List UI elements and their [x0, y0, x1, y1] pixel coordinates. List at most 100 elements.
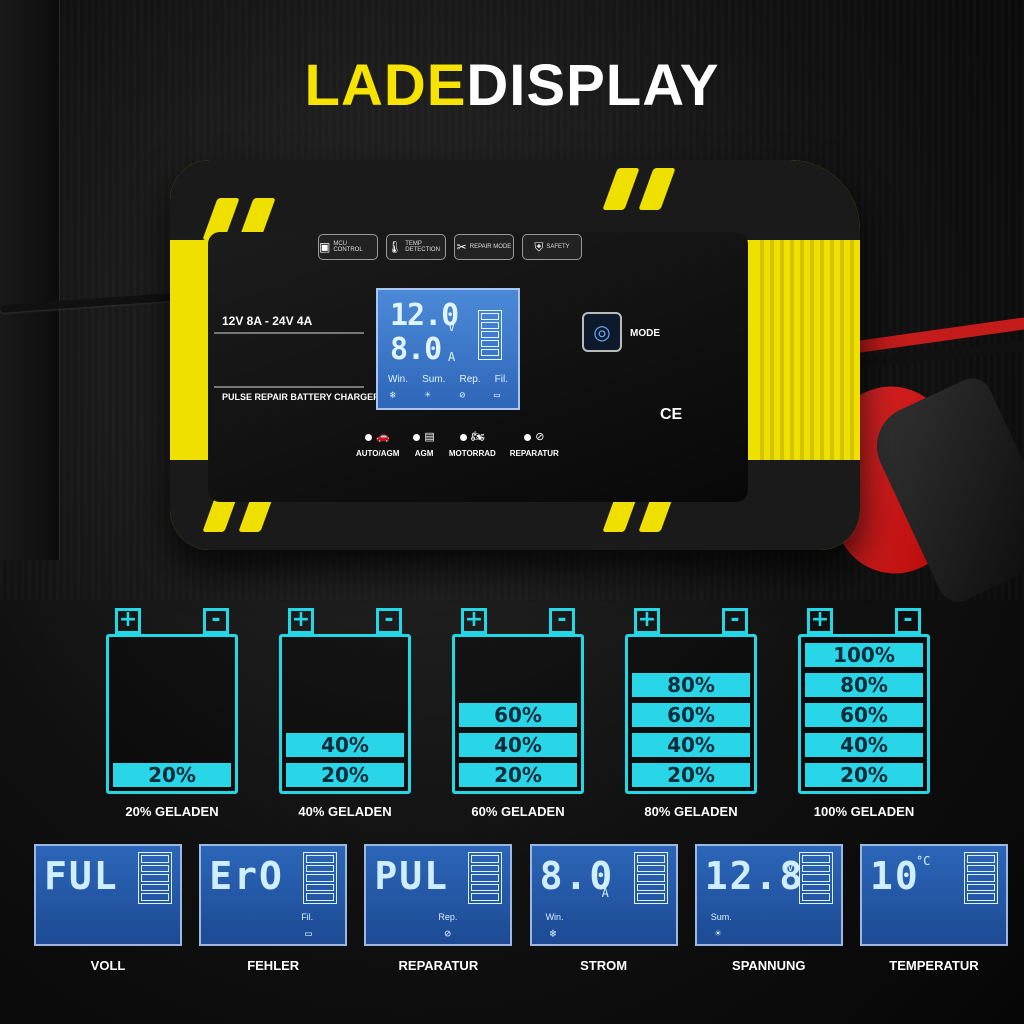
state-caption: FEHLER	[247, 958, 300, 973]
plus-icon: +	[461, 608, 487, 634]
state-sub-label: Win.	[545, 912, 564, 922]
minus-icon: -	[722, 608, 748, 634]
battery-body: 20%	[106, 634, 238, 794]
battery-body: 20%40%60%	[452, 634, 584, 794]
state-sub-label: Fil.	[301, 912, 314, 922]
minus-icon: -	[549, 608, 575, 634]
mini-battery-icon	[468, 852, 503, 914]
lcd-labels: Win. Sum. Rep. Fil.	[388, 374, 508, 385]
lcd-state-card: 10 °C TEMPERATUR	[859, 844, 1008, 973]
car-icon: 🚗	[376, 431, 391, 443]
state-display: 8.0	[539, 854, 615, 898]
divider	[214, 386, 364, 388]
charge-cell: 20%	[113, 763, 231, 787]
title-part-white: DISPLAY	[466, 53, 720, 118]
battery-terminals: + -	[103, 604, 241, 634]
thermometer-icon: 🌡	[387, 240, 403, 254]
state-unit: °C	[915, 854, 931, 868]
charge-cell: 20%	[632, 763, 750, 787]
charge-cell: 60%	[632, 703, 750, 727]
state-caption: TEMPERATUR	[889, 958, 979, 973]
mode-motorrad: 🏍 MOTORRAD	[448, 431, 496, 458]
feature-temp: 🌡TEMP DETECTION	[386, 234, 446, 260]
state-sub-icon: ❄	[549, 927, 557, 940]
state-display: FUL	[44, 854, 119, 898]
plus-icon: +	[634, 608, 660, 634]
background-panel	[0, 0, 60, 560]
tools-icon: ✂	[456, 240, 467, 254]
state-caption: SPANNUNG	[732, 958, 806, 973]
charge-cell: 100%	[805, 643, 923, 667]
battery-icon: ▤	[424, 431, 435, 443]
battery-caption: 60% GELADEN	[471, 804, 565, 819]
state-unit: V	[786, 860, 794, 874]
charge-cell: 40%	[459, 733, 577, 757]
state-caption: STROM	[580, 958, 628, 973]
charge-cell: 20%	[286, 763, 404, 787]
battery-terminals: + -	[795, 604, 933, 634]
lcd-current: 8.0	[390, 332, 442, 367]
battery-terminals: + -	[622, 604, 760, 634]
plus-icon: +	[288, 608, 314, 634]
charge-cell: 60%	[805, 703, 923, 727]
mini-battery-icon	[303, 852, 338, 914]
state-lcd: 12.8 V Sum. ☀	[694, 844, 843, 946]
state-sub-icon: ▭	[305, 927, 312, 940]
plus-icon: +	[115, 608, 141, 634]
snowflake-icon: ❄	[390, 390, 397, 401]
battery-caption: 100% GELADEN	[813, 804, 915, 819]
lcd-state-card: 8.0 A Win. ❄ STROM	[529, 844, 678, 973]
page-title: LADEDISPLAY	[0, 52, 1024, 119]
state-sub-icon: ⊘	[444, 927, 451, 940]
battery-card: + - 20%40%60%80%100% 100% GELADEN	[790, 604, 938, 819]
battery-terminals: + -	[276, 604, 414, 634]
chip-icon: ▣	[319, 240, 331, 254]
mode-auto: 🚗 AUTO/AGM	[356, 431, 400, 458]
battery-body: 20%40%	[279, 634, 411, 794]
state-lcd: FUL	[34, 844, 182, 946]
mini-battery-icon	[798, 852, 833, 914]
state-lcd: ErO Fil. ▭	[199, 844, 348, 946]
lcd-unit-v: V	[448, 320, 456, 334]
lcd-symbols: ❄ ☀ ⊘ ▭	[390, 390, 500, 401]
brand-label: PULSE REPAIR BATTERY CHARGER	[222, 392, 380, 402]
state-display: ErO	[209, 854, 284, 898]
mode-button[interactable]: ◎	[582, 312, 622, 352]
repair-icon: ⊘	[535, 431, 545, 443]
charge-modes: 🚗 AUTO/AGM ▤ AGM 🏍 MOTORRAD ⊘ REPARATUR	[356, 430, 559, 458]
lcd-state-card: FUL VOLL	[34, 844, 182, 973]
battery-body: 20%40%60%80%100%	[798, 634, 930, 794]
mode-agm: ▤ AGM	[413, 431, 435, 458]
ce-mark: CE	[660, 406, 683, 423]
battery-levels: + - 20% 20% GELADEN + - 20%40% 40% GELAD…	[98, 604, 938, 819]
charger-lcd: 12.0 V 8.0 A Win. Sum. Rep. Fil. ❄ ☀ ⊘ ▭	[376, 288, 520, 410]
charge-cell: 80%	[632, 673, 750, 697]
lcd-states: FUL VOLL ErO Fil. ▭ FEHLER PUL Rep.	[34, 844, 1008, 973]
battery-card: + - 20%40%60%80% 80% GELADEN	[617, 604, 765, 819]
lcd-state-card: 12.8 V Sum. ☀ SPANNUNG	[694, 844, 843, 973]
battery-charger: ▣MCU CONTROL 🌡TEMP DETECTION ✂REPAIR MOD…	[170, 160, 860, 550]
lcd-state-card: ErO Fil. ▭ FEHLER	[199, 844, 348, 973]
state-caption: VOLL	[90, 958, 126, 973]
divider	[214, 332, 364, 334]
side-vent	[760, 240, 855, 460]
mode-reparatur: ⊘ REPARATUR	[509, 431, 559, 458]
state-sub-icon: ☀	[714, 927, 722, 940]
mini-battery-icon	[633, 852, 668, 914]
feature-icons: ▣MCU CONTROL 🌡TEMP DETECTION ✂REPAIR MOD…	[318, 234, 582, 260]
state-sub-label: Sum.	[710, 912, 732, 922]
lcd-state-card: PUL Rep. ⊘ REPARATUR	[364, 844, 513, 973]
charge-cell: 40%	[805, 733, 923, 757]
feature-repair: ✂REPAIR MODE	[454, 234, 514, 260]
state-display: 10	[869, 854, 920, 898]
motorcycle-icon: 🏍	[470, 431, 485, 443]
plus-icon: +	[807, 608, 833, 634]
state-lcd: 8.0 A Win. ❄	[529, 844, 678, 946]
charge-cell: 20%	[805, 763, 923, 787]
battery-caption: 40% GELADEN	[298, 804, 392, 819]
sun-icon: ☀	[424, 390, 431, 401]
repair-icon: ⊘	[459, 390, 466, 401]
battery-caption: 20% GELADEN	[125, 804, 219, 819]
mode-label: MODE	[630, 328, 660, 339]
charge-cell: 60%	[459, 703, 577, 727]
